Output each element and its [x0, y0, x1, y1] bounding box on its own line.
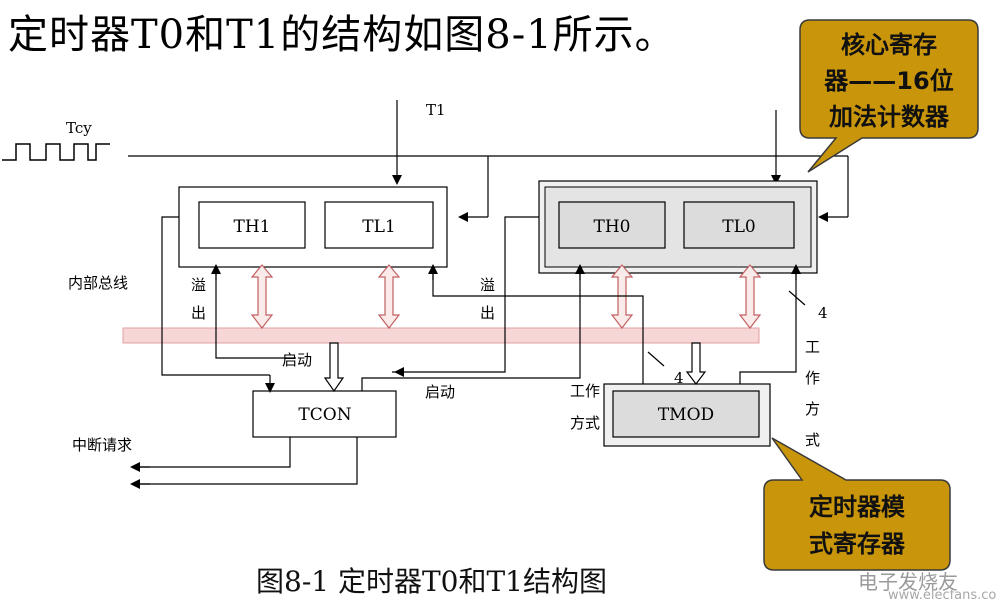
bus-width-a: 4 [674, 369, 684, 387]
start-label-right: 启动 [425, 383, 455, 401]
interrupt-request-label: 中断请求 [72, 436, 132, 454]
core-callout-line1: 核心寄存 [841, 31, 937, 59]
tcon-label: TCON [298, 405, 351, 425]
overflow-right-2: 出 [480, 304, 495, 322]
mode-left-1: 工作 [570, 382, 600, 400]
watermark-url: www.elecfans.com [888, 588, 997, 603]
th0-label: TH0 [594, 217, 631, 237]
clock-waveform [2, 143, 110, 161]
th1-register [198, 201, 306, 249]
mode-callout-line2: 式寄存器 [809, 530, 906, 558]
figure-caption: 图8-1 定时器T0和T1结构图 [256, 565, 607, 598]
mode-left-2: 方式 [570, 414, 600, 432]
mode-callout-line1: 定时器模 [809, 493, 906, 521]
bus-width-b: 4 [818, 304, 828, 322]
tcy-label: Tcy [66, 119, 92, 137]
internal-bus [122, 327, 760, 344]
tmod-label: TMOD [658, 405, 714, 425]
page-title: 定时器T0和T1的结构如图8-1所示。 [8, 12, 676, 58]
tmod-register [612, 390, 760, 438]
mode-right-2: 作 [805, 369, 820, 387]
mode-right-3: 方 [805, 400, 820, 418]
overflow-left-1: 溢 [191, 276, 206, 294]
tl0-label: TL0 [722, 217, 755, 237]
core-callout-line2: 器——16位 [823, 67, 953, 95]
bus-to-register-arrows [323, 342, 707, 393]
watermark-logo: 电子发烧友 [858, 570, 958, 594]
overflow-right-1: 溢 [480, 276, 495, 294]
core-register-callout [799, 19, 979, 173]
core-callout-line3: 加法计数器 [829, 103, 950, 131]
tl1-register [324, 201, 434, 249]
control-wiring [132, 216, 806, 485]
th1-label: TH1 [234, 217, 271, 237]
mode-right-1: 工 [805, 338, 820, 356]
start-label-left: 启动 [282, 351, 312, 369]
mode-right-4: 式 [805, 431, 820, 449]
tl0-register [683, 201, 795, 249]
internal-bus-label: 内部总线 [68, 274, 128, 292]
th0-register [558, 201, 666, 249]
tl1-label: TL1 [362, 217, 395, 237]
t1-input-label: T1 [426, 101, 446, 119]
mode-register-callout [763, 437, 951, 571]
overflow-left-2: 出 [191, 304, 206, 322]
tcon-register [252, 390, 397, 438]
